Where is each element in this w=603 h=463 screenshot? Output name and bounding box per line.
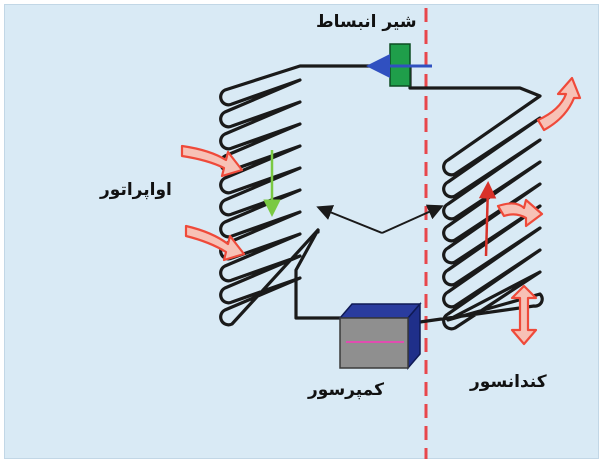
label-compressor: کمپرسور	[308, 380, 384, 400]
evaporator-coil	[219, 64, 390, 327]
heat-flow-arrow-icon	[180, 76, 582, 346]
label-expansion-valve: شیر انبساط	[316, 12, 417, 32]
expansion-valve-icon	[366, 43, 432, 87]
condenser-flow-arrow	[478, 181, 497, 257]
condenser-coil	[408, 64, 544, 331]
label-condenser: کندانسور	[470, 372, 547, 392]
compressor-icon	[338, 301, 422, 371]
flow-lines	[316, 204, 444, 234]
label-evaporator: اواپراتور	[100, 180, 172, 200]
